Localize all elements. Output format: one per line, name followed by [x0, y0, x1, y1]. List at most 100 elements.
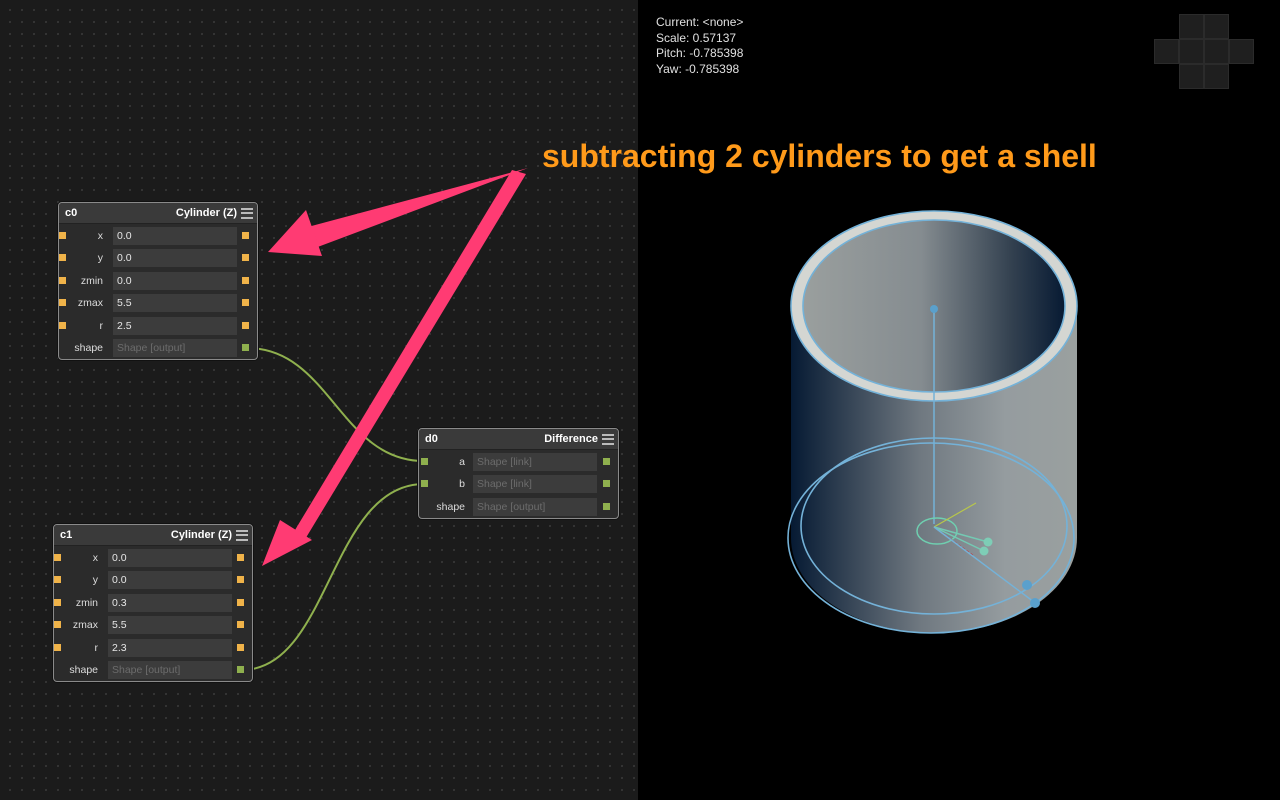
param-label: x: [97, 229, 103, 242]
hamburger-menu-icon[interactable]: [236, 529, 248, 541]
node-type: Cylinder (Z): [170, 529, 232, 541]
input-port[interactable]: [59, 231, 66, 239]
input-port[interactable]: [54, 553, 61, 561]
node-name[interactable]: d0: [425, 433, 438, 445]
wire-c0-shape-to-d0-a: [246, 347, 425, 462]
param-row-zmin: zmin 0.3: [54, 592, 252, 615]
param-row-zmin: zmin 0.0: [59, 270, 257, 293]
node-d0[interactable]: d0 Difference a Shape [link] b Shape [li…: [418, 428, 619, 519]
input-port[interactable]: [59, 299, 66, 306]
param-zmin-field[interactable]: 0.0: [113, 271, 237, 290]
param-x-field[interactable]: 0.0: [113, 226, 237, 245]
shape-output-port[interactable]: [237, 666, 244, 673]
param-label: zmax: [72, 619, 98, 631]
view-tile-bottom[interactable]: [1179, 64, 1204, 89]
output-port[interactable]: [242, 254, 249, 261]
param-row-zmax: zmax 5.5: [54, 614, 252, 637]
input-port[interactable]: [59, 276, 66, 284]
param-row-r: r 2.5: [59, 315, 257, 338]
param-label: a: [459, 455, 465, 468]
input-port[interactable]: [59, 254, 66, 261]
output-port[interactable]: [237, 643, 244, 651]
view-tile-top-right[interactable]: [1204, 14, 1229, 39]
hud-current: Current: <none>: [656, 15, 744, 29]
node-c1[interactable]: c1 Cylinder (Z) x 0.0 y 0.0 zmin 0.3 zma…: [53, 524, 253, 682]
hud-pitch: Pitch: -0.785398: [656, 46, 744, 60]
shape-output-port[interactable]: [603, 457, 610, 465]
shape-output-field: Shape [output]: [113, 339, 237, 357]
param-row-y: y 0.0: [54, 569, 252, 592]
param-label: shape: [69, 664, 98, 676]
shape-output-port[interactable]: [603, 502, 610, 510]
shape-output-port[interactable]: [242, 344, 249, 351]
node-body: a Shape [link] b Shape [link] shape Shap…: [419, 450, 618, 518]
rendered-shape: [787, 210, 1078, 634]
input-row-b: b Shape [link]: [419, 473, 618, 496]
output-port[interactable]: [237, 576, 244, 583]
param-row-y: y 0.0: [59, 247, 257, 270]
input-port[interactable]: [54, 576, 61, 583]
output-port[interactable]: [237, 621, 244, 628]
view-tile-top[interactable]: [1179, 14, 1204, 39]
node-header[interactable]: c0 Cylinder (Z): [59, 203, 257, 224]
param-label: b: [459, 478, 465, 490]
view-tile-left[interactable]: [1154, 39, 1179, 64]
param-label: zmax: [77, 297, 103, 309]
shape-output-field: Shape [output]: [108, 661, 232, 679]
view-cube-widget[interactable]: [1154, 14, 1256, 91]
input-port[interactable]: [59, 321, 66, 329]
param-label: zmin: [75, 596, 98, 609]
param-row-r: r 2.3: [54, 637, 252, 660]
param-label: zmin: [80, 274, 103, 287]
hud-scale: Scale: 0.57137: [656, 30, 737, 45]
param-label: r: [94, 641, 99, 654]
node-header[interactable]: d0 Difference: [419, 429, 618, 450]
param-label: shape: [436, 500, 465, 513]
param-x-field[interactable]: 0.0: [108, 548, 232, 567]
param-y-field[interactable]: 0.0: [113, 249, 237, 267]
view-tile-center-right[interactable]: [1204, 39, 1229, 64]
output-port[interactable]: [237, 553, 244, 561]
input-port[interactable]: [54, 621, 61, 628]
node-type: Cylinder (Z): [175, 207, 237, 219]
shape-link-field-a: Shape [link]: [473, 452, 597, 471]
input-port[interactable]: [54, 598, 61, 606]
annotation-text: subtracting 2 cylinders to get a shell: [542, 138, 1097, 174]
viewport-hud: Current: <none> Scale: 0.57137 Pitch: -0…: [656, 15, 743, 77]
node-name[interactable]: c0: [65, 207, 78, 219]
hud-yaw: Yaw: -0.785398: [656, 61, 740, 76]
shape-link-field-b: Shape [link]: [473, 475, 597, 493]
node-body: x 0.0 y 0.0 zmin 0.3 zmax 5.5 r 2.3: [54, 546, 252, 682]
node-header[interactable]: c1 Cylinder (Z): [54, 525, 252, 546]
param-zmax-field[interactable]: 5.5: [113, 294, 237, 312]
view-tile-right[interactable]: [1229, 39, 1254, 64]
param-label: x: [92, 551, 98, 564]
shape-output-port[interactable]: [603, 480, 610, 487]
view-tile-bottom-right[interactable]: [1204, 64, 1229, 89]
param-row-zmax: zmax 5.5: [59, 292, 257, 315]
param-y-field[interactable]: 0.0: [108, 571, 232, 589]
param-row-x: x 0.0: [54, 547, 252, 570]
param-label: y: [92, 574, 98, 586]
input-port[interactable]: [54, 643, 61, 651]
output-port[interactable]: [237, 598, 244, 606]
node-c0[interactable]: c0 Cylinder (Z) x 0.0 y 0.0 zmin 0.0 zma…: [58, 202, 258, 360]
param-r-field[interactable]: 2.5: [113, 316, 237, 335]
node-name[interactable]: c1: [60, 529, 73, 541]
hamburger-menu-icon[interactable]: [602, 433, 614, 445]
input-row-a: a Shape [link]: [419, 451, 618, 474]
param-zmin-field[interactable]: 0.3: [108, 593, 232, 612]
node-body: x 0.0 y 0.0 zmin 0.0 zmax 5.5 r 2.5: [59, 224, 257, 360]
output-port[interactable]: [242, 321, 249, 329]
output-row-shape: shape Shape [output]: [419, 496, 618, 519]
view-tile-center[interactable]: [1179, 39, 1204, 64]
param-row-x: x 0.0: [59, 225, 257, 248]
output-port[interactable]: [242, 299, 249, 306]
hamburger-menu-icon[interactable]: [241, 207, 253, 219]
output-port[interactable]: [242, 231, 249, 239]
param-row-shape: shape Shape [output]: [54, 659, 252, 682]
wire-c1-shape-to-d0-b: [241, 483, 425, 671]
param-r-field[interactable]: 2.3: [108, 638, 232, 657]
output-port[interactable]: [242, 276, 249, 284]
param-zmax-field[interactable]: 5.5: [108, 616, 232, 634]
